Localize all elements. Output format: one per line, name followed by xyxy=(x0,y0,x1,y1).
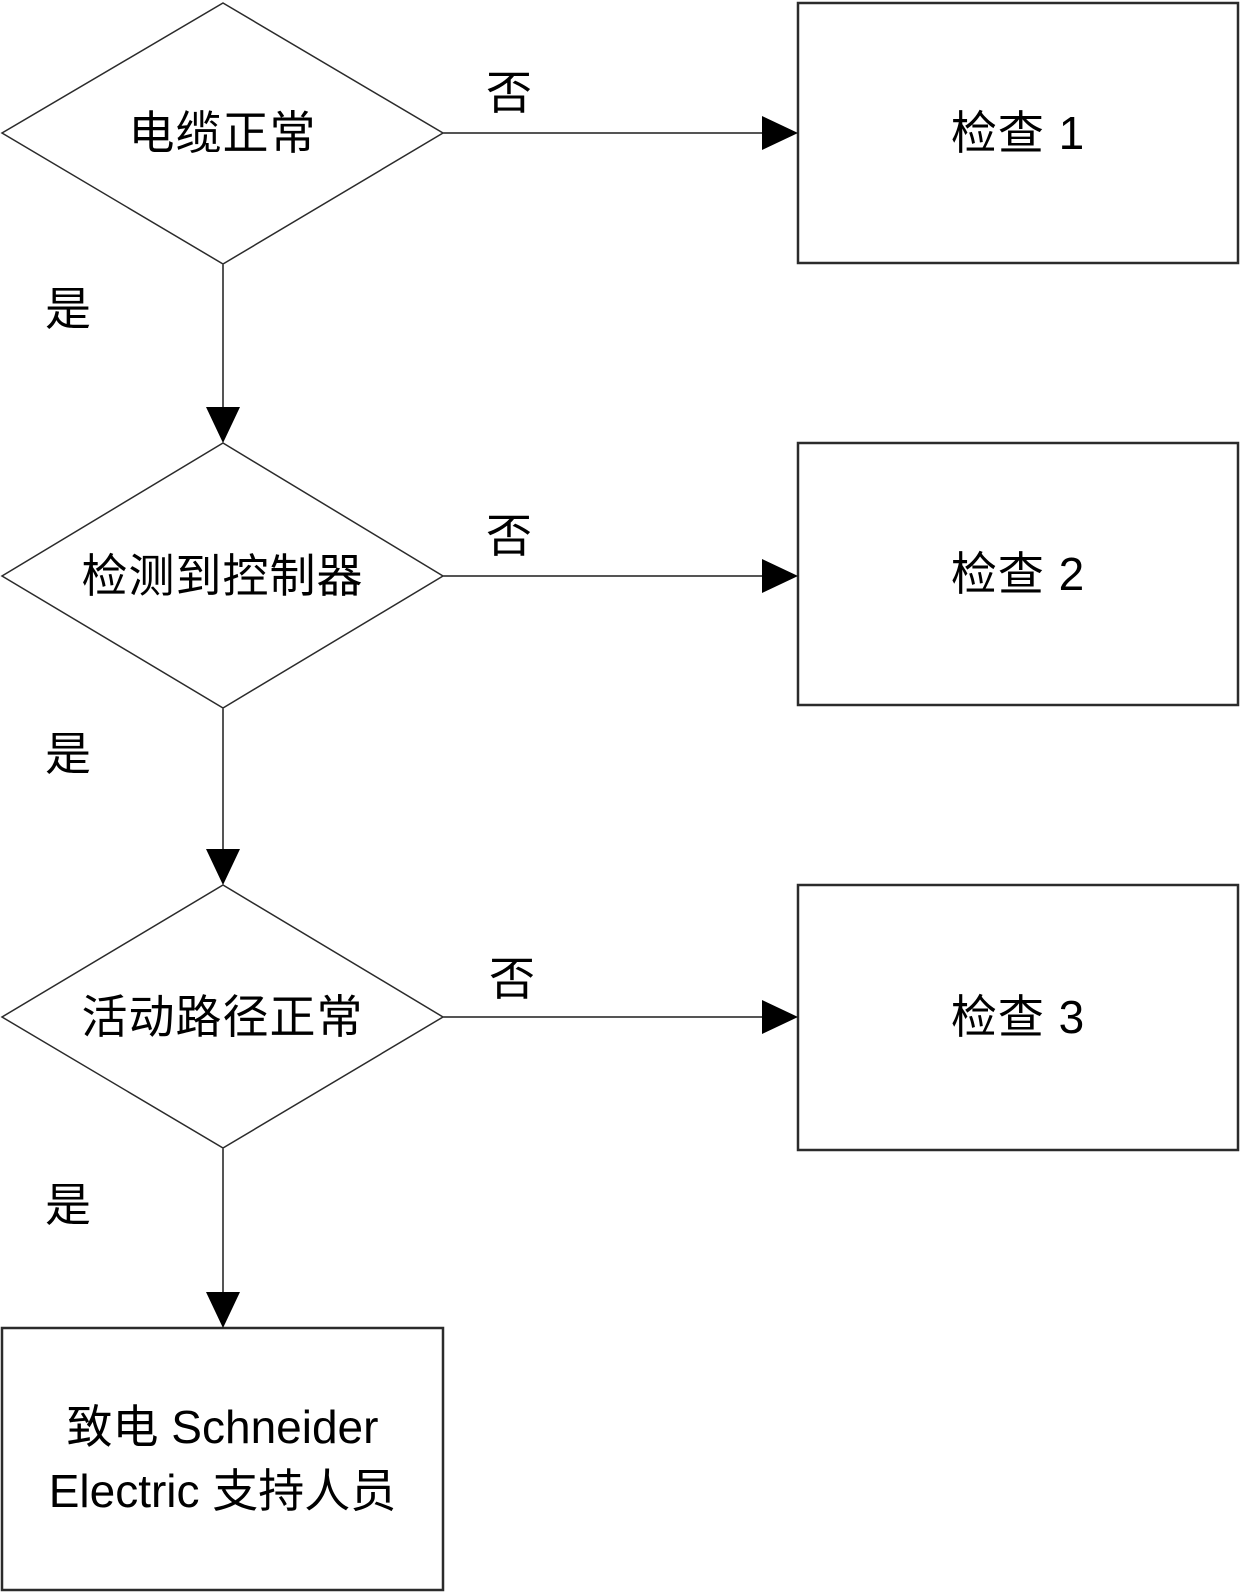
edge-yes-3 xyxy=(206,1148,240,1328)
check-box-3 xyxy=(796,883,1240,1152)
edge-yes-2 xyxy=(206,708,240,885)
check-1-label: 检查 1 xyxy=(950,107,1086,159)
arrowhead-right-3-icon xyxy=(762,1000,798,1034)
edge-yes-1 xyxy=(206,264,240,443)
edge-no-1 xyxy=(443,116,798,150)
arrowhead-down-3-icon xyxy=(206,1292,240,1328)
check-box-2 xyxy=(796,441,1240,707)
edge-no-3 xyxy=(443,1000,798,1034)
check-box-1 xyxy=(796,1,1240,265)
final-box xyxy=(0,1326,445,1592)
final-label-line-2: Electric 支持人员 xyxy=(48,1465,397,1517)
decision-2-label: 检测到控制器 xyxy=(81,550,364,602)
final-label-line-1: 致电 Schneider xyxy=(66,1401,379,1453)
check-3-label: 检查 3 xyxy=(950,991,1086,1043)
edge-no-2 xyxy=(443,559,798,593)
arrowhead-down-2-icon xyxy=(206,849,240,885)
edge-label-no-1: 否 xyxy=(486,67,532,119)
edge-label-yes-1: 是 xyxy=(45,283,91,335)
decision-1-label: 电缆正常 xyxy=(128,107,317,159)
arrowhead-right-2-icon xyxy=(762,559,798,593)
edge-label-no-2: 否 xyxy=(486,510,532,562)
edge-label-yes-2: 是 xyxy=(45,728,91,780)
check-2-label: 检查 2 xyxy=(950,548,1086,600)
edge-label-yes-3: 是 xyxy=(45,1179,91,1231)
edge-label-no-3: 否 xyxy=(489,953,535,1005)
arrowhead-right-1-icon xyxy=(762,116,798,150)
final-label: 致电 Schneider Electric 支持人员 xyxy=(2,1395,443,1523)
arrowhead-down-1-icon xyxy=(206,407,240,443)
decision-3-label: 活动路径正常 xyxy=(81,991,364,1043)
